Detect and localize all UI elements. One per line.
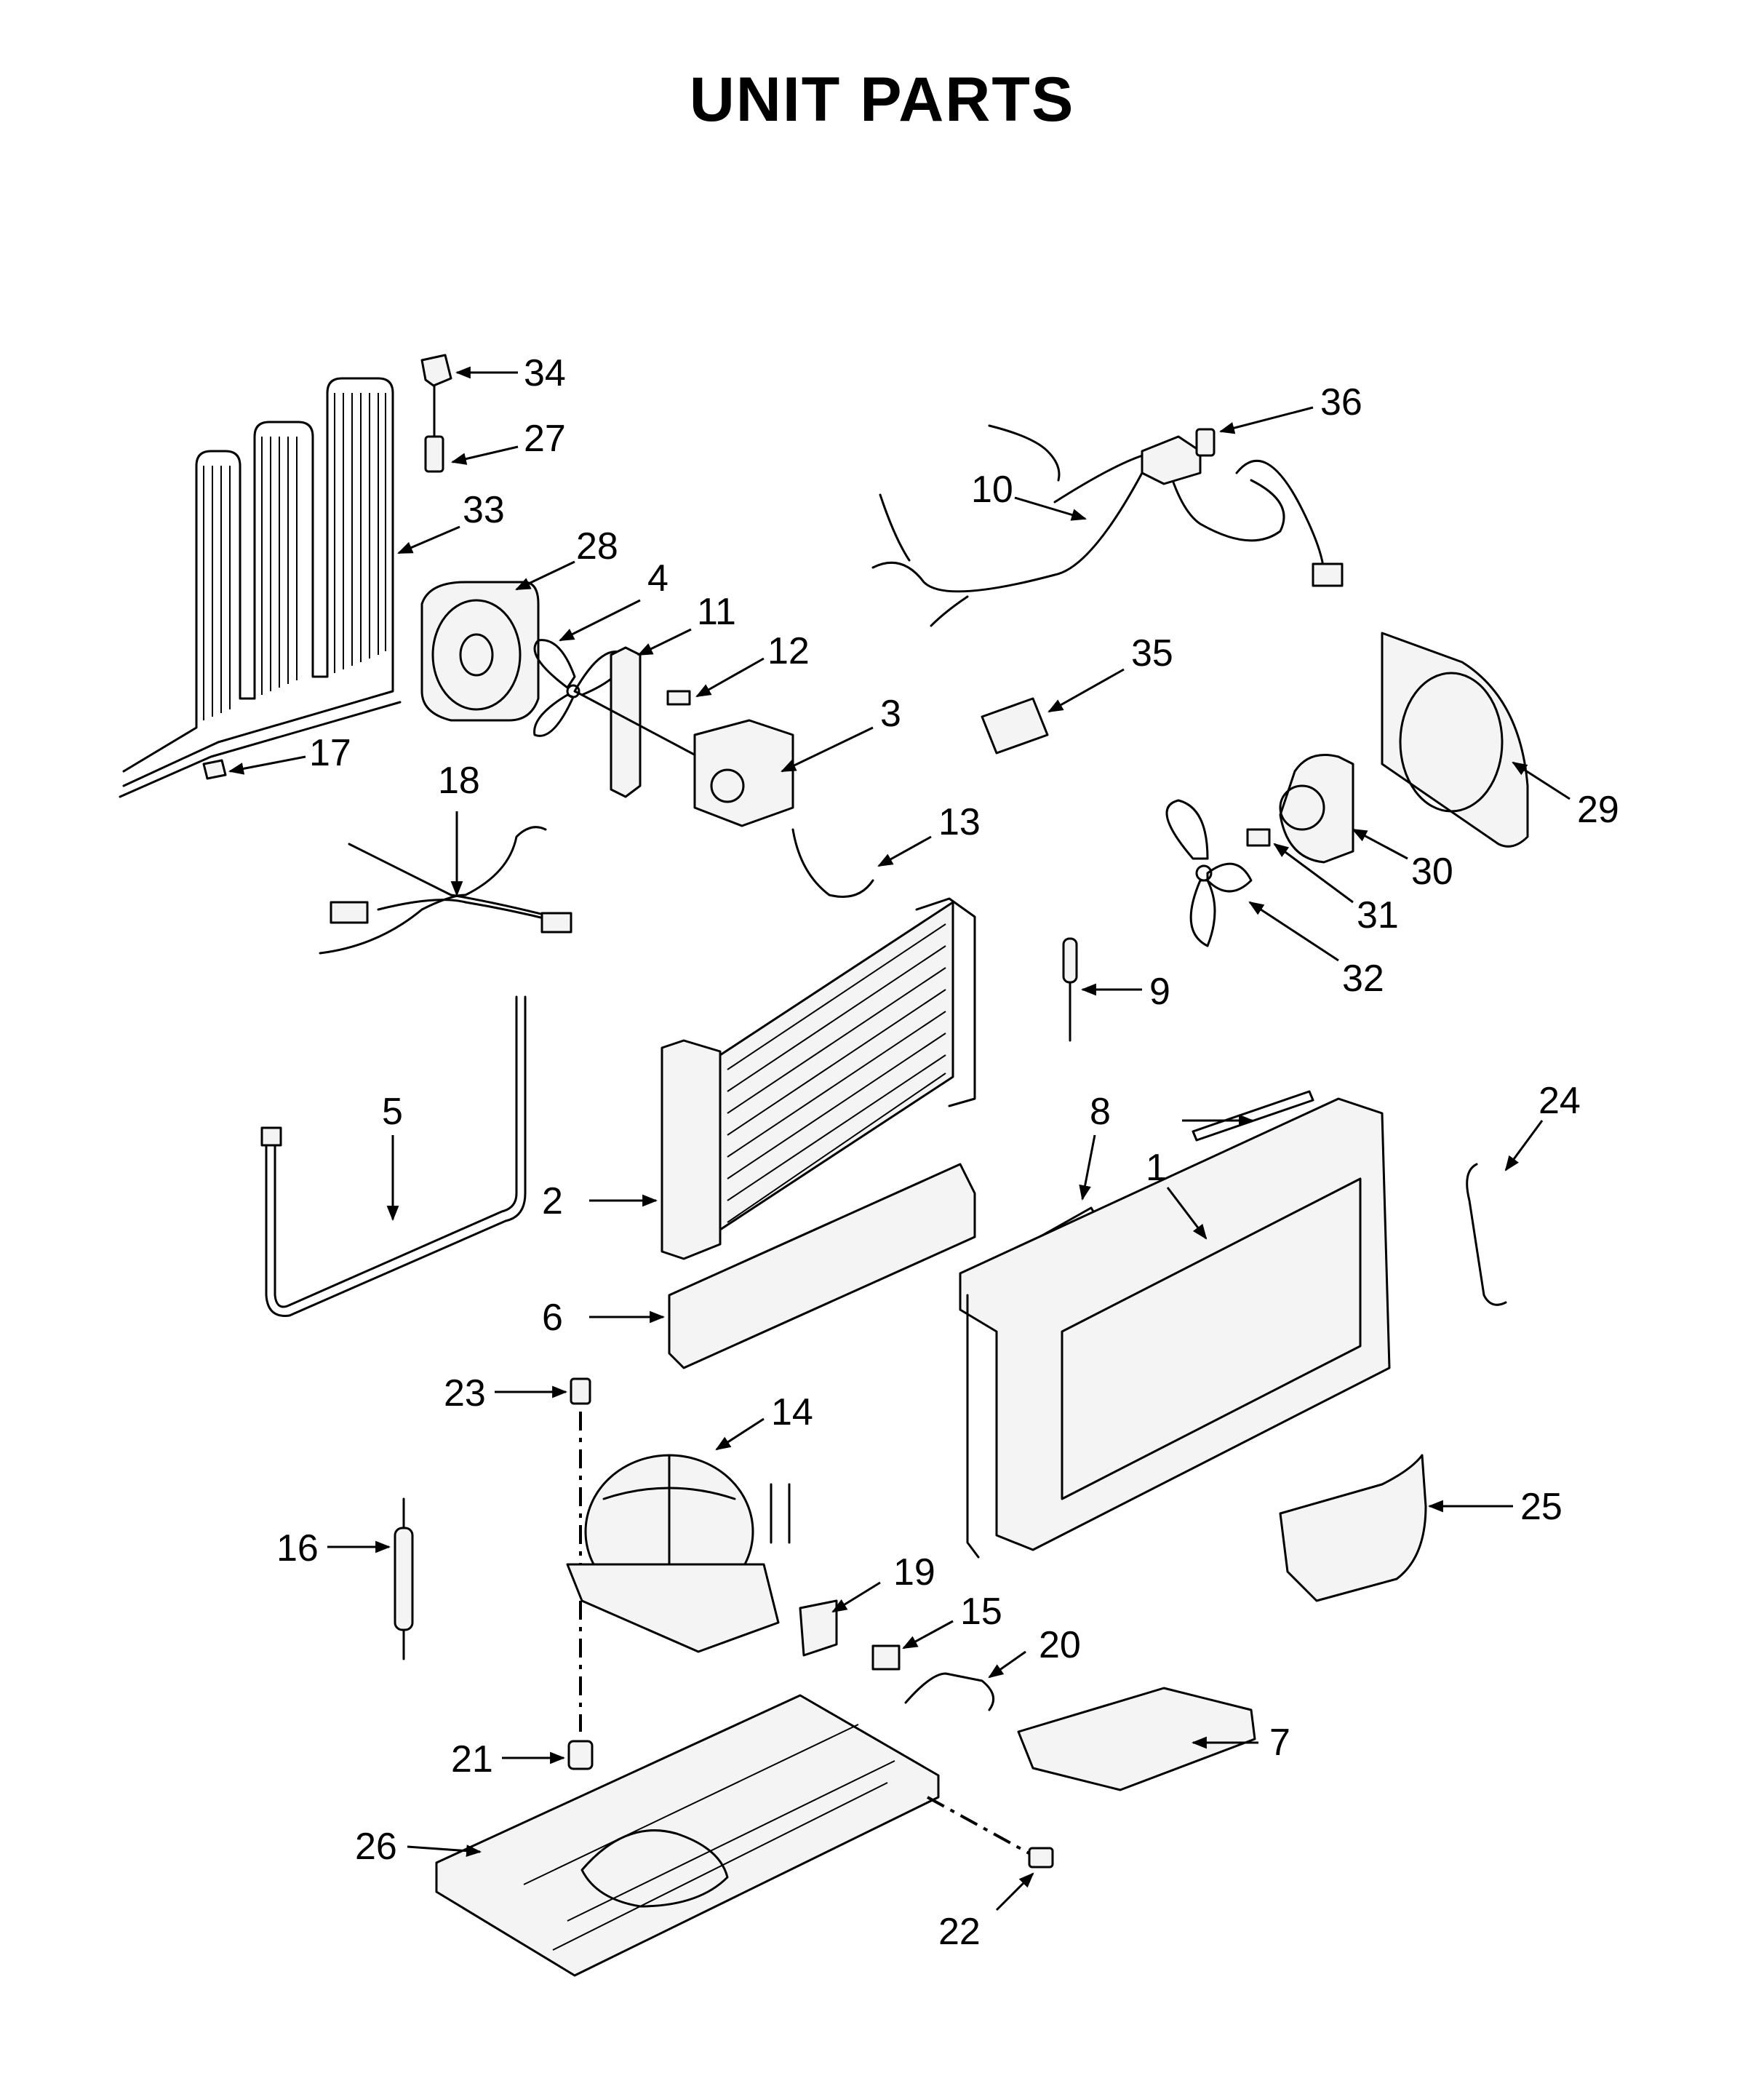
callout-31: 31 xyxy=(1357,894,1399,936)
callout-24: 24 xyxy=(1538,1080,1581,1122)
grommet-21-part xyxy=(567,1740,594,1770)
callout-15: 15 xyxy=(960,1591,1002,1633)
fan-shroud-part xyxy=(420,581,540,722)
callout-3: 3 xyxy=(880,693,901,735)
fan-housing-29-part xyxy=(1381,632,1529,848)
callout-1: 1 xyxy=(1146,1147,1167,1189)
callout-30: 30 xyxy=(1411,851,1453,893)
page-title: UNIT PARTS xyxy=(689,65,1075,135)
callout-34: 34 xyxy=(524,352,566,394)
callout-32: 32 xyxy=(1342,958,1384,1000)
screw-23-part xyxy=(570,1377,591,1405)
callout-20: 20 xyxy=(1039,1624,1081,1666)
callout-27: 27 xyxy=(524,418,566,460)
filter-drier-16-part xyxy=(394,1497,414,1660)
callout-28: 28 xyxy=(576,525,618,568)
wire-24-part xyxy=(1466,1163,1507,1306)
callout-9: 9 xyxy=(1149,971,1170,1013)
callout-2: 2 xyxy=(542,1180,563,1222)
control-board-35-part xyxy=(981,697,1049,755)
callout-19: 19 xyxy=(893,1551,935,1593)
callout-14: 14 xyxy=(771,1391,813,1433)
callout-13: 13 xyxy=(938,801,981,843)
callout-33: 33 xyxy=(463,489,505,531)
motor-30-part xyxy=(1279,754,1354,864)
overload-15-part xyxy=(871,1644,901,1671)
screw-27-part xyxy=(424,384,444,473)
callout-35: 35 xyxy=(1131,632,1173,675)
wire-20-part xyxy=(904,1672,995,1711)
callout-7: 7 xyxy=(1269,1722,1290,1764)
clip-34-part xyxy=(420,354,452,387)
screw-22-part xyxy=(927,1796,1054,1869)
callout-29: 29 xyxy=(1577,789,1619,831)
compressor-14-part xyxy=(566,1454,791,1653)
callout-22: 22 xyxy=(938,1911,981,1953)
duct-25-part xyxy=(1279,1454,1427,1602)
wire-harness-18-part xyxy=(319,826,572,955)
screw-12-part xyxy=(666,690,691,706)
defrost-heater-5-part xyxy=(260,995,527,1317)
condenser-coil-part xyxy=(119,377,402,798)
callout-36: 36 xyxy=(1320,381,1362,423)
screw-31-part xyxy=(1246,828,1271,847)
evaporator-2-part xyxy=(660,897,976,1260)
drain-trough-6-part xyxy=(668,1163,976,1369)
thermistor-9-part xyxy=(1062,937,1078,1042)
relay-19-part xyxy=(799,1599,838,1657)
callout-12: 12 xyxy=(767,630,810,672)
callout-8: 8 xyxy=(1090,1091,1111,1133)
callout-26: 26 xyxy=(355,1826,397,1868)
evaporator-cover-1-part xyxy=(959,1097,1391,1559)
screw-36-part xyxy=(1195,428,1216,457)
callout-11: 11 xyxy=(697,591,736,633)
callout-10: 10 xyxy=(971,469,1013,511)
callout-4: 4 xyxy=(647,557,669,600)
fan-motor-3-part xyxy=(580,693,794,827)
fan-blade-32-part xyxy=(1165,799,1253,947)
drain-pan-7-part xyxy=(1017,1687,1256,1791)
callout-6: 6 xyxy=(542,1297,563,1339)
clip-17-part xyxy=(202,759,227,780)
callout-labels: 34 27 33 28 4 11 12 3 17 18 13 36 10 35 … xyxy=(276,352,1619,1953)
callout-17: 17 xyxy=(309,732,351,774)
callout-16: 16 xyxy=(276,1527,319,1569)
bracket-11-part xyxy=(610,646,642,798)
callout-18: 18 xyxy=(438,760,480,802)
callout-25: 25 xyxy=(1520,1486,1563,1528)
base-plate-26-part xyxy=(435,1694,940,1977)
wire-harness-10-part xyxy=(871,424,1344,627)
callout-23: 23 xyxy=(444,1372,486,1414)
leader-arrows xyxy=(228,366,1571,1911)
callout-21: 21 xyxy=(451,1738,493,1780)
sensor-13-part xyxy=(791,828,874,898)
callout-5: 5 xyxy=(382,1091,403,1133)
